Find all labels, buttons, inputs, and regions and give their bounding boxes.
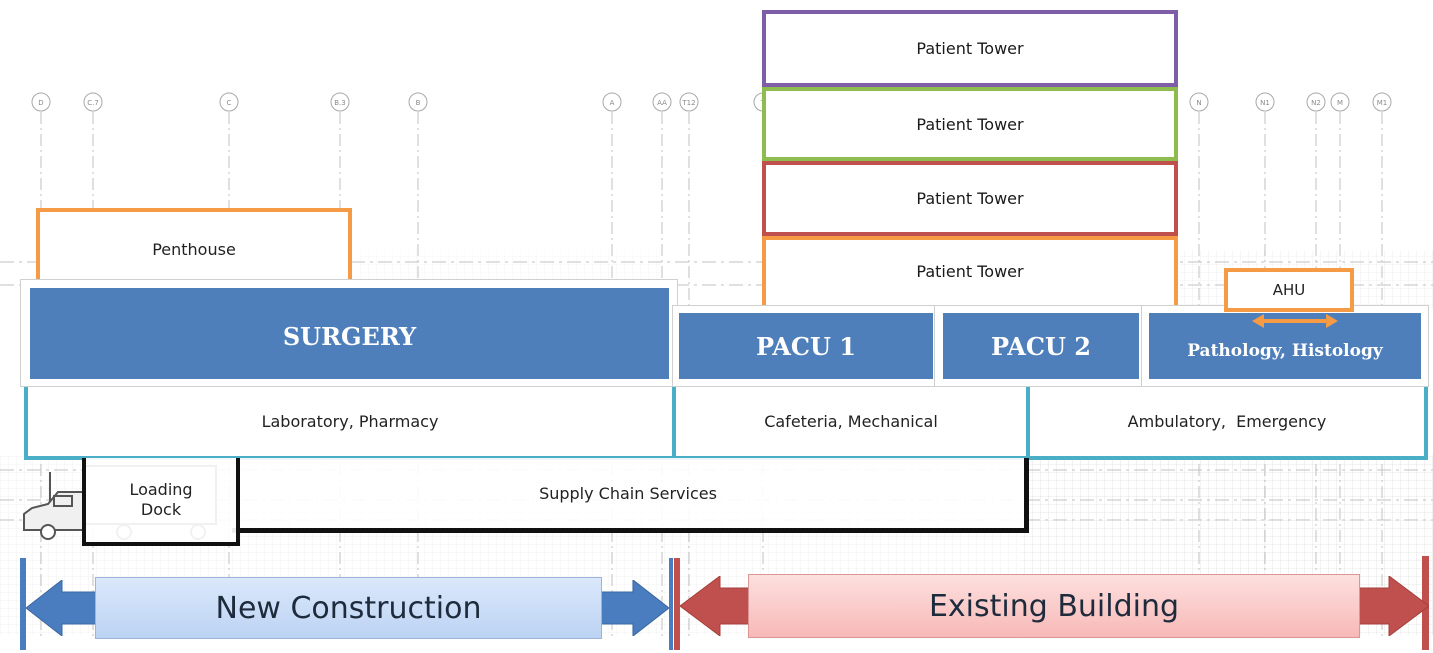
pacu2-label: PACU 2 [990, 331, 1091, 361]
patient-tower-1: Patient Tower [762, 236, 1178, 316]
patient-tower-3-label: Patient Tower [916, 114, 1024, 134]
pathology-block: Pathology, Histology [1149, 313, 1421, 379]
grid-bubble-label: N [1196, 99, 1201, 107]
existing-building-arrow [680, 576, 1429, 636]
grid-bubble: N [1189, 92, 1209, 112]
lower-level-cafeteria-mechanical: Cafeteria, Mechanical [672, 382, 1030, 460]
arrow-right-head-icon [1348, 576, 1429, 636]
ambulatory-emergency-label: Ambulatory, Emergency [1127, 411, 1327, 431]
grid-bubble: M1 [1372, 92, 1392, 112]
grid-bubble: B.3 [330, 92, 350, 112]
patient-tower-4-label: Patient Tower [916, 39, 1024, 58]
pathology-label: Pathology, Histology [1187, 341, 1383, 361]
grid-bubble-label: N2 [1311, 99, 1321, 107]
supply-chain-block: Supply Chain Services [232, 458, 1029, 533]
existing-building-label: Existing Building [928, 588, 1180, 624]
pacu2-block: PACU 2 [943, 313, 1139, 379]
grid-bubble-label: M [1337, 99, 1343, 107]
lower-level-ambulatory-emergency: Ambulatory, Emergency [1026, 382, 1428, 460]
ahu-label: AHU [1272, 281, 1306, 299]
loading-dock-label: Loading Dock [129, 480, 193, 519]
grid-bubble: A [602, 92, 622, 112]
grid-bubble-label: N1 [1260, 99, 1270, 107]
grid-bubble-label: A [610, 99, 615, 107]
pacu1-block: PACU 1 [679, 313, 933, 379]
patient-tower-2-label: Patient Tower [916, 189, 1024, 208]
arrow-right-head-icon [598, 580, 669, 636]
grid-bubble: M [1330, 92, 1350, 112]
grid-bubble-label: C [227, 99, 232, 107]
supply-chain-label: Supply Chain Services [539, 484, 717, 503]
cafeteria-mechanical-label: Cafeteria, Mechanical [764, 411, 938, 431]
grid-bubble-label: C.7 [87, 99, 99, 107]
grid-bubble-label: T12 [681, 99, 695, 107]
grid-bubble-label: B.3 [334, 99, 345, 107]
loading-dock: Loading Dock [82, 458, 240, 546]
patient-tower-4: Patient Tower [762, 10, 1178, 87]
grid-bubble: D [31, 92, 51, 112]
grid-bubble: N2 [1306, 92, 1326, 112]
laboratory-pharmacy-label: Laboratory, Pharmacy [261, 411, 439, 431]
surgery-block: SURGERY [30, 288, 669, 379]
patient-tower-2: Patient Tower [762, 161, 1178, 236]
ahu-box: AHU [1224, 268, 1354, 312]
ahu-double-arrow [1252, 314, 1338, 328]
new-construction-label: New Construction [215, 590, 482, 626]
arrow-left-head-icon [26, 580, 97, 636]
existing-divider-bar [674, 558, 680, 650]
grid-bubble-label: D [38, 99, 43, 107]
penthouse-label: Penthouse [152, 240, 236, 259]
grid-bubble: C.7 [83, 92, 103, 112]
patient-tower-1-label: Patient Tower [916, 262, 1024, 281]
lower-level-laboratory-pharmacy: Laboratory, Pharmacy [24, 382, 676, 460]
left-boundary-bar [20, 558, 26, 650]
existing-building-banner: Existing Building [748, 574, 1360, 638]
surgery-label: SURGERY [282, 322, 417, 351]
grid-bubble-label: M1 [1377, 99, 1388, 107]
construction-divider-bar [669, 558, 673, 650]
new-construction-banner: New Construction [95, 577, 602, 639]
grid-bubble: T12 [679, 92, 699, 112]
grid-bubble: B [408, 92, 428, 112]
pacu1-label: PACU 1 [755, 331, 856, 361]
grid-bubble: AA [652, 92, 672, 112]
patient-tower-3: Patient Tower [762, 87, 1178, 161]
grid-bubble: C [219, 92, 239, 112]
grid-bubble-label: AA [657, 99, 667, 107]
grid-bubble: N1 [1255, 92, 1275, 112]
grid-bubble-label: B [416, 99, 421, 107]
